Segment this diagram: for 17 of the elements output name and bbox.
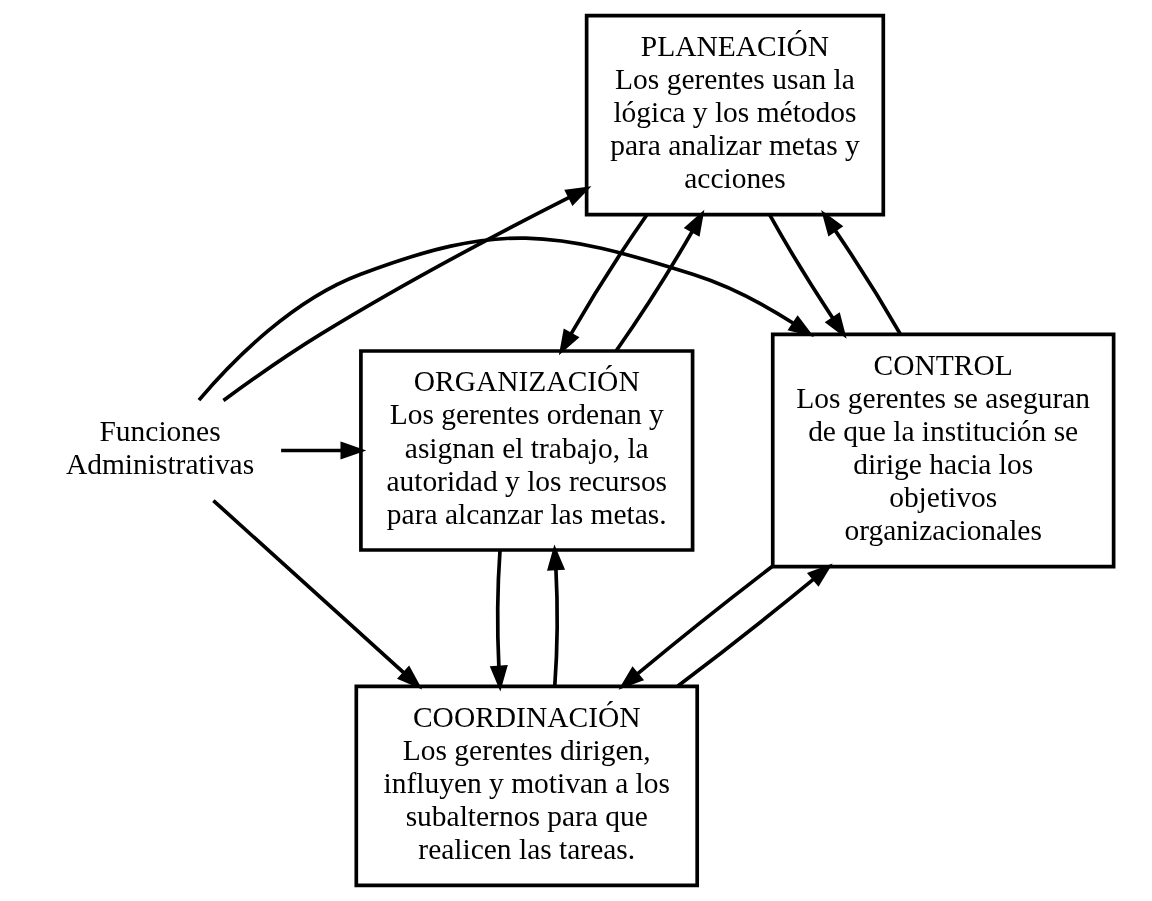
- arrow: [197, 236, 814, 402]
- arrow: [546, 544, 565, 686]
- node-box: PLANEACIÓN Los gerentes usan la lógica y los métodos para analizar metas y acciones: [584, 13, 885, 217]
- node-box: CONTROL Los gerentes se aseguran de que la institución se dirige hacia los objetivos organizacionales: [770, 332, 1115, 569]
- arrow: [618, 565, 773, 690]
- node-box: COORDINACIÓN Los gerentes dirigen, influyen y motivan a los subalternos para que realicen las tareas.: [353, 684, 699, 888]
- arrow: [221, 186, 591, 402]
- node-box: ORGANIZACIÓN Los gerentes ordenan y asignan el trabajo, la autoridad y los recursos para alcanzar las metas.: [358, 349, 694, 552]
- arrow: [820, 210, 902, 336]
- arrow: [489, 549, 508, 692]
- arrow: [767, 213, 847, 339]
- arrow: [280, 441, 366, 460]
- arrow: [558, 213, 648, 356]
- arrow: [211, 499, 422, 690]
- arrow: [676, 563, 833, 688]
- node-text: Funciones Administrativas: [65, 414, 254, 481]
- arrow: [614, 209, 704, 352]
